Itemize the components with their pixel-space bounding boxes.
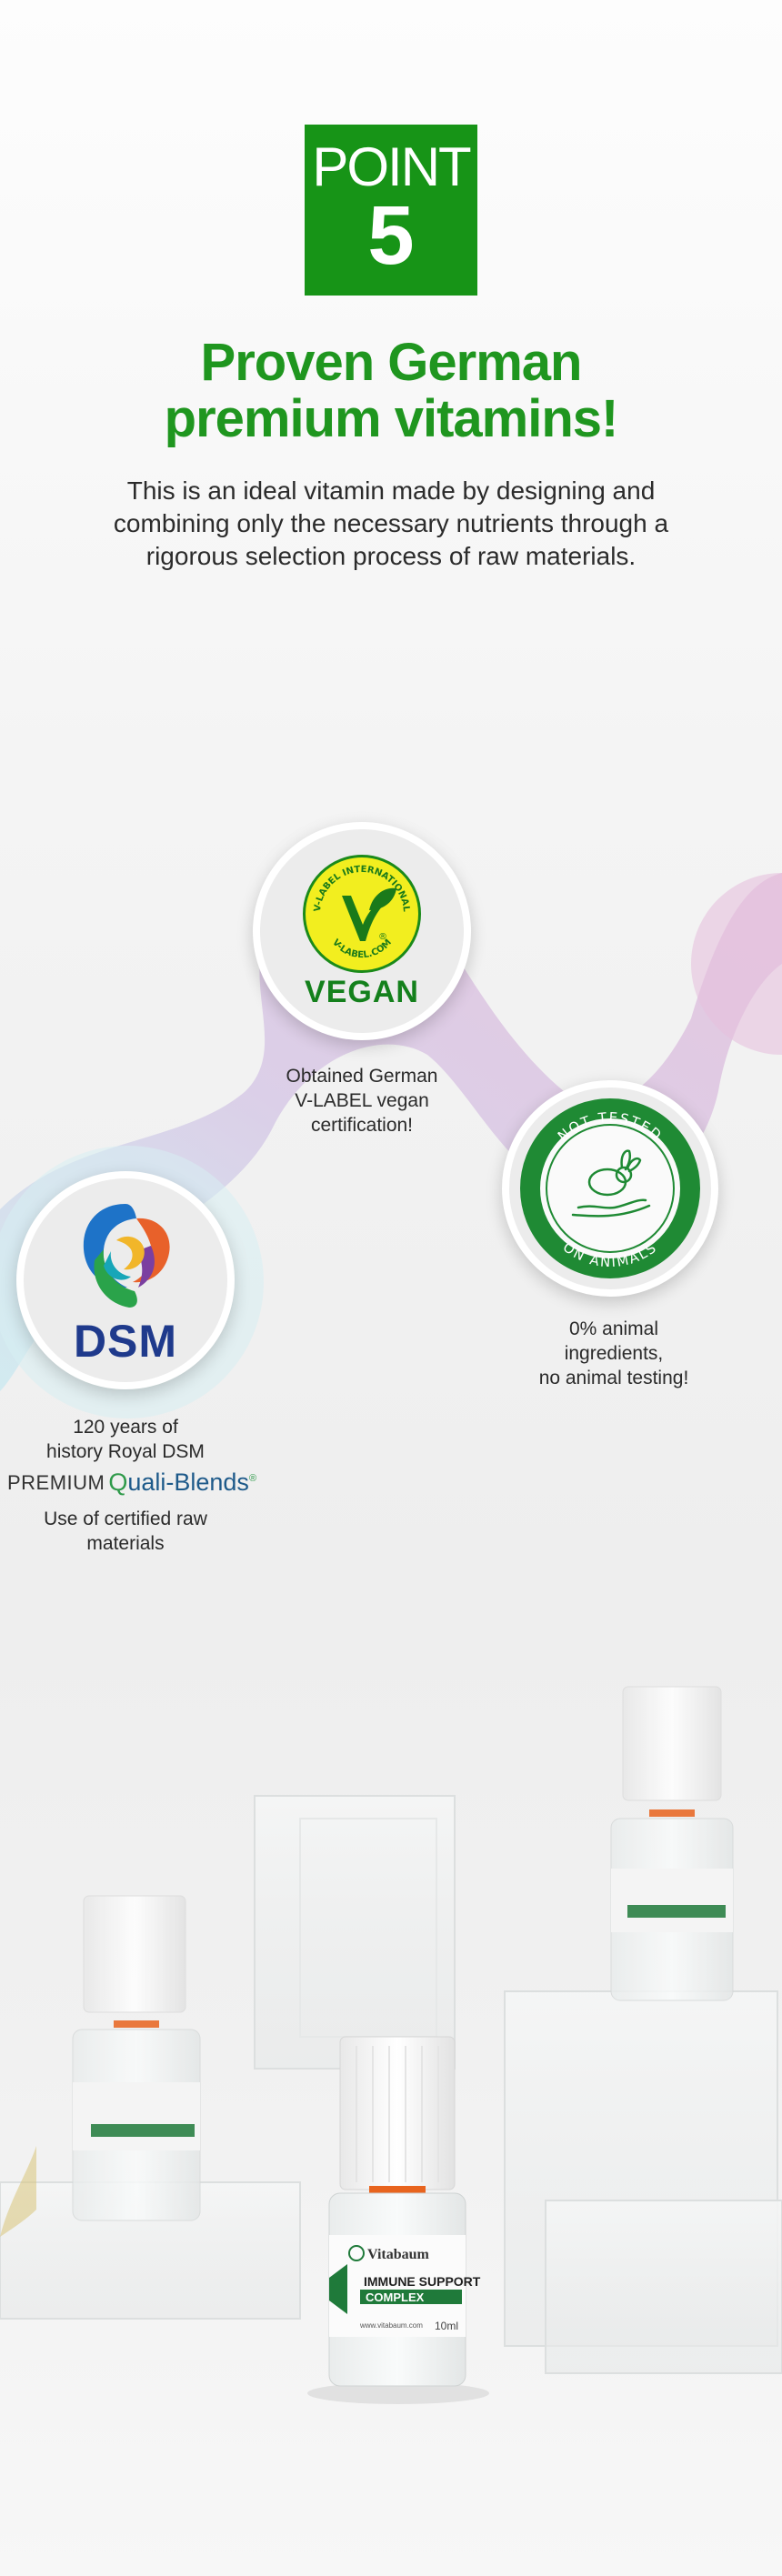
vegan-badge: V-LABEL INTERNATIONAL V-LABEL.COM ® VEGA… bbox=[253, 822, 471, 1040]
not-tested-caption-line: 0% animal bbox=[568, 1318, 659, 1339]
v-leaf-icon: V-LABEL INTERNATIONAL V-LABEL.COM ® bbox=[313, 865, 411, 960]
headline-line-2: premium vitamins! bbox=[164, 389, 619, 448]
dsm-logo-icon bbox=[83, 1204, 170, 1308]
headline-line-1: Proven German bbox=[200, 333, 583, 392]
dsm-caption-line: 120 years of bbox=[73, 1417, 178, 1438]
bottle-url: www.vitabaum.com bbox=[359, 2321, 423, 2330]
not-tested-logo: NOT TESTED ON ANIMALS bbox=[520, 1098, 700, 1278]
headline: Proven German premium vitamins! bbox=[0, 335, 782, 447]
point-badge: POINT 5 bbox=[305, 125, 477, 296]
vegan-caption-line: Obtained German bbox=[286, 1066, 438, 1087]
not-tested-badge: NOT TESTED ON ANIMALS bbox=[502, 1080, 718, 1297]
vegan-caption: Obtained German V-LABEL vegan certificat… bbox=[235, 1064, 489, 1138]
bottle-right bbox=[610, 1686, 734, 2001]
v-label-registered: ® bbox=[378, 932, 387, 942]
point-number: 5 bbox=[367, 189, 415, 282]
vegan-caption-line: V-LABEL vegan bbox=[295, 1090, 429, 1111]
dsm-caption: 120 years of history Royal DSM bbox=[16, 1415, 235, 1464]
quali-caption-line: materials bbox=[86, 1533, 165, 1554]
bottle-name-line-2: COMPLEX bbox=[366, 2290, 425, 2304]
dsm-caption-line: history Royal DSM bbox=[46, 1441, 205, 1462]
quali-registered: ® bbox=[248, 1473, 257, 1484]
product-scene: Vitabaum IMMUNE SUPPORT COMPLEX www.vita… bbox=[0, 1686, 782, 2404]
dsm-badge: DSM bbox=[16, 1171, 235, 1389]
bottle-brand: Vitabaum bbox=[367, 2247, 430, 2262]
point-label: POINT bbox=[312, 136, 471, 197]
not-tested-caption-line: ingredients, bbox=[564, 1343, 664, 1364]
not-tested-caption-line: no animal testing! bbox=[538, 1368, 689, 1388]
rabbit-hand-icon bbox=[571, 1149, 651, 1218]
quali-premium-label: PREMIUM bbox=[6, 1470, 105, 1494]
glass-blocks bbox=[0, 1795, 782, 2374]
dsm-word: DSM bbox=[73, 1316, 178, 1367]
bottle-volume: 10ml bbox=[435, 2320, 458, 2332]
not-tested-caption: 0% animal ingredients, no animal testing… bbox=[482, 1317, 746, 1390]
vegan-caption-line: certification! bbox=[310, 1115, 414, 1136]
quali-brand-name: Quali-Blends® bbox=[108, 1468, 256, 1497]
quali-blends-logo: PREMIUM Quali-Blends® bbox=[0, 1468, 264, 1497]
bottle-name-line-1: IMMUNE SUPPORT bbox=[364, 2274, 481, 2289]
quali-brand-rest: uali-Blends bbox=[127, 1468, 249, 1496]
bottle-front: Vitabaum IMMUNE SUPPORT COMPLEX www.vita… bbox=[307, 2036, 489, 2404]
quali-caption: Use of certified raw materials bbox=[16, 1507, 235, 1556]
v-label-logo: V-LABEL INTERNATIONAL V-LABEL.COM ® bbox=[303, 855, 421, 973]
quali-caption-line: Use of certified raw bbox=[44, 1509, 207, 1529]
intro-paragraph: This is an ideal vitamin made by designi… bbox=[113, 476, 669, 570]
quali-q-letter: Q bbox=[108, 1468, 128, 1496]
bottle-left bbox=[72, 1895, 201, 2221]
vegan-word: VEGAN bbox=[305, 975, 419, 1009]
